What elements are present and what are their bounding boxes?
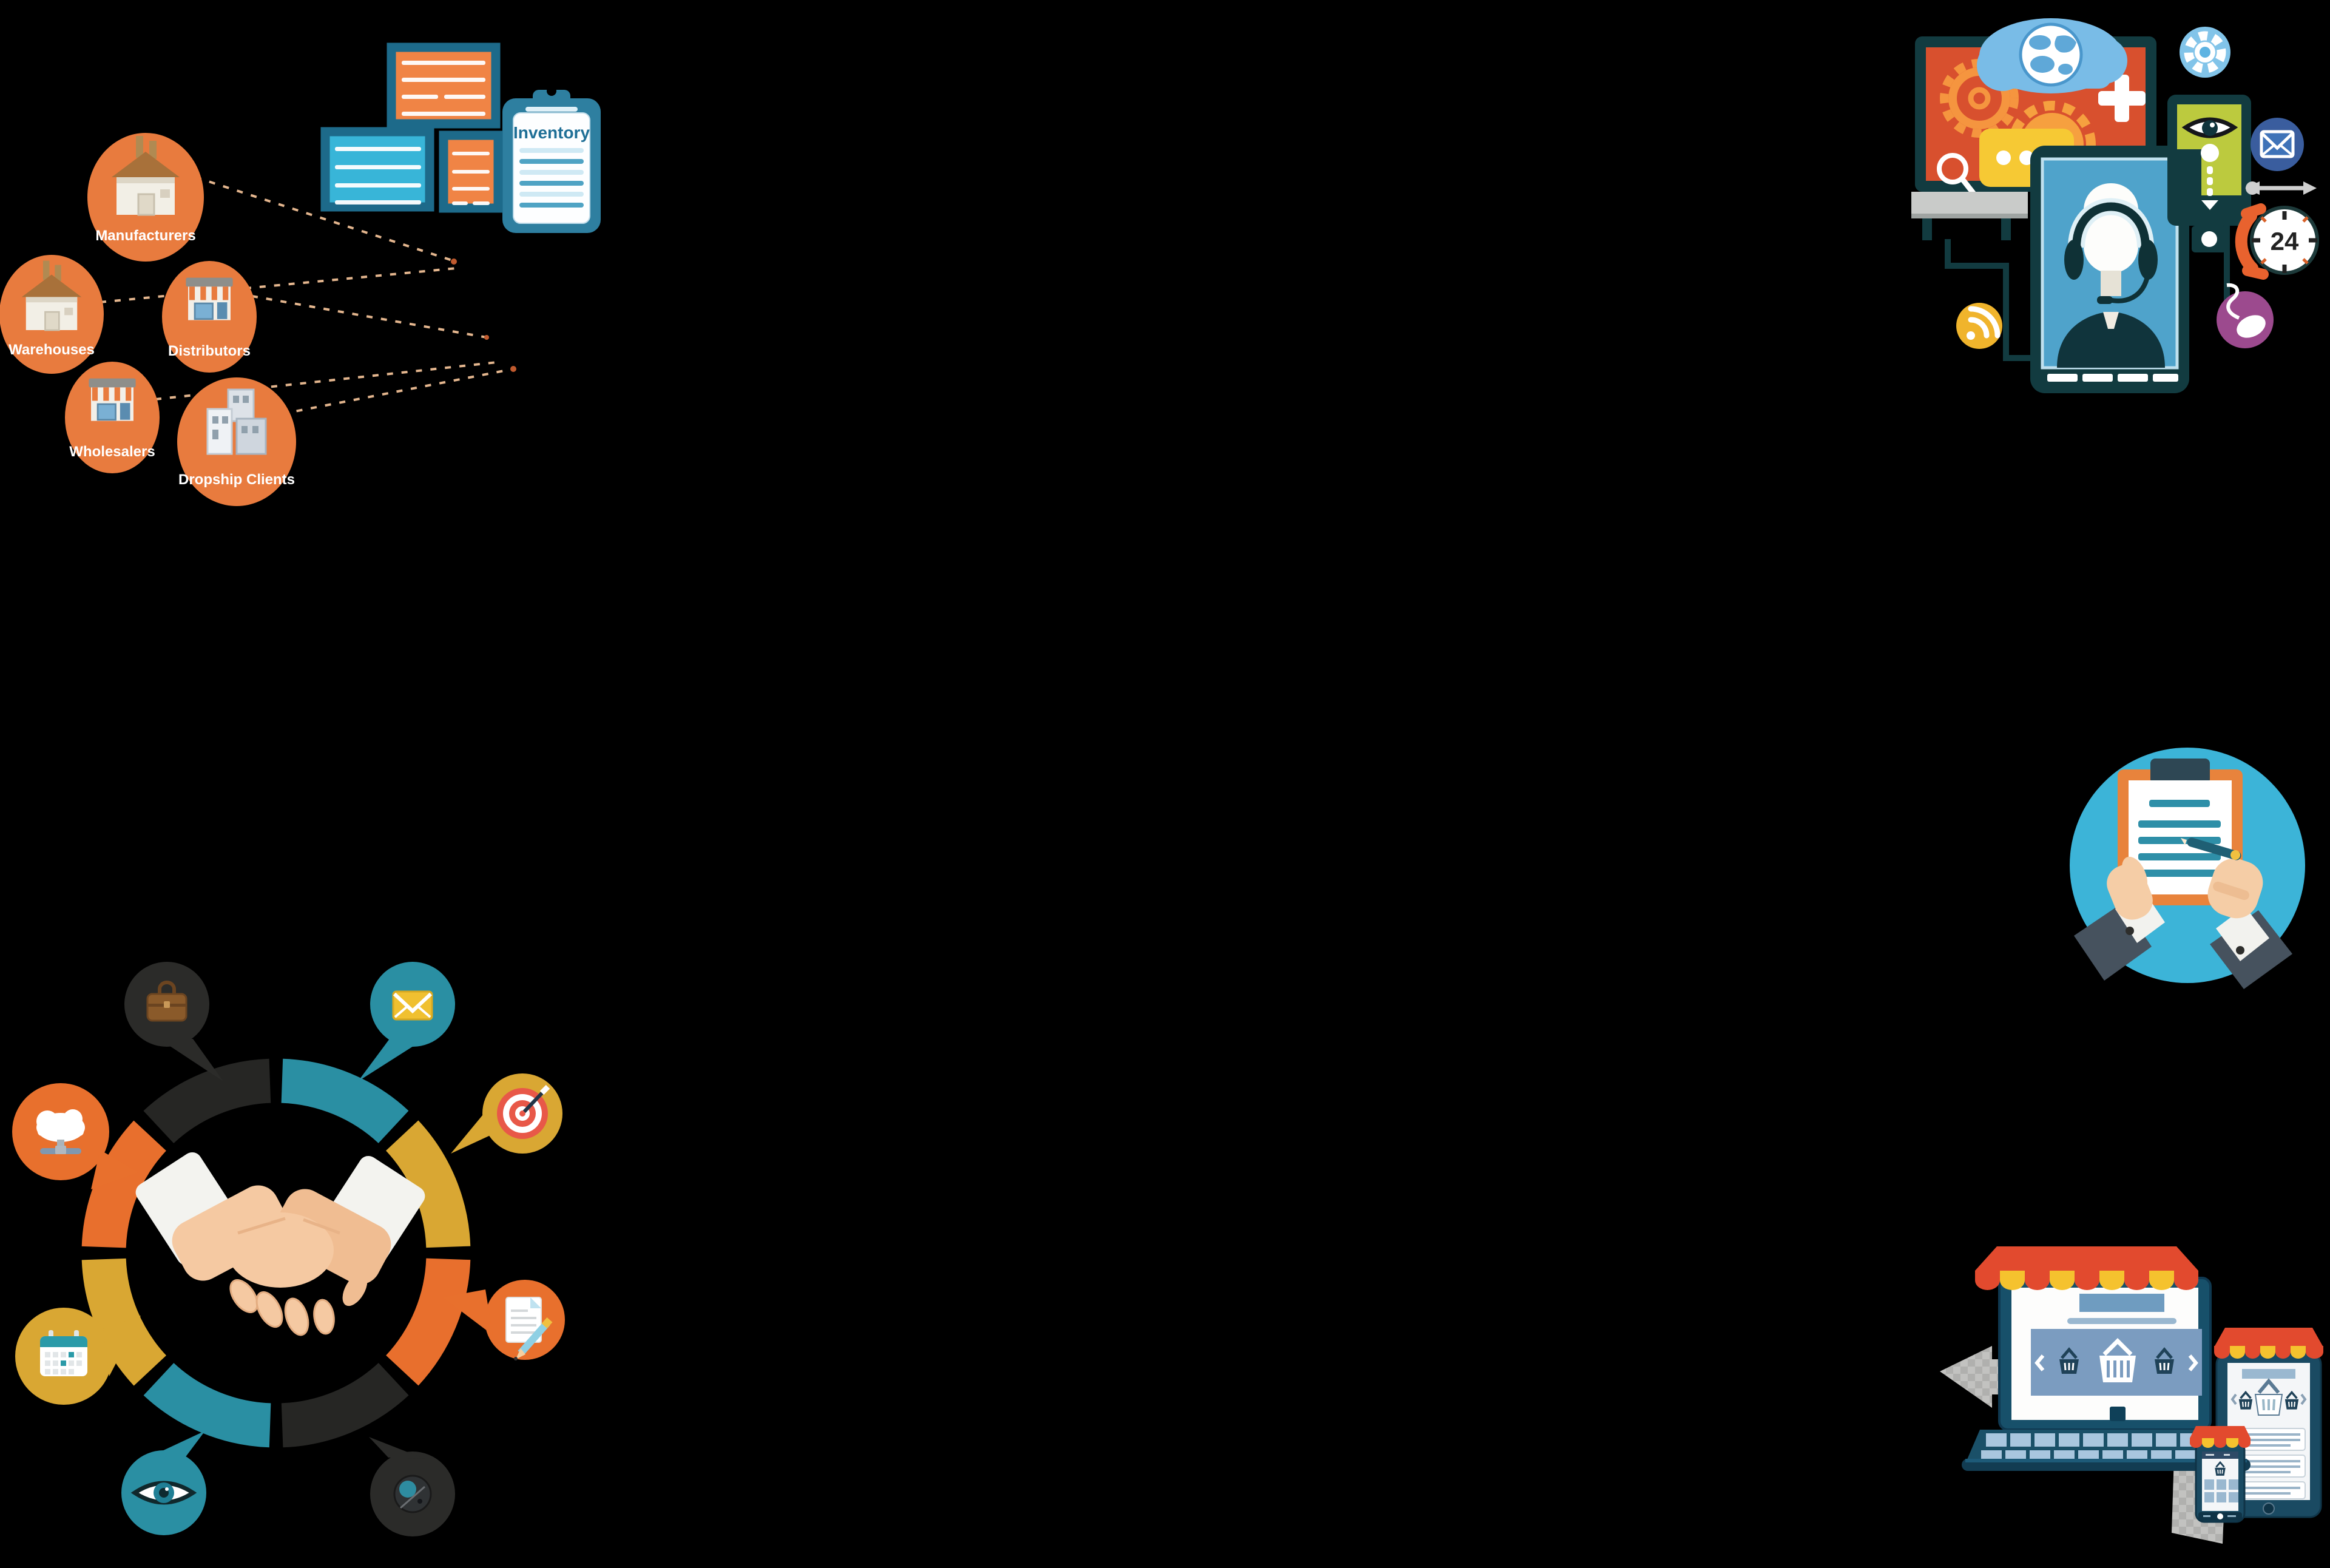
inventory-clipboard: Inventory bbox=[502, 86, 601, 233]
magnifier-icon bbox=[1937, 153, 1976, 196]
storefront-icon bbox=[87, 377, 137, 422]
laptop-icon bbox=[1962, 1246, 2251, 1471]
document-pencil-icon bbox=[505, 1297, 553, 1360]
node-label: Dropship Clients bbox=[178, 471, 295, 488]
clipboard-survey-icon bbox=[2118, 759, 2243, 905]
shopping-basket-icon bbox=[2099, 1338, 2136, 1382]
clock-24-icon: 24 bbox=[2235, 203, 2319, 280]
pen-icon bbox=[2181, 837, 2241, 860]
phone-handset-icon bbox=[2235, 203, 2269, 280]
cloud-network-icon bbox=[36, 1109, 85, 1154]
left-hand bbox=[2074, 856, 2165, 981]
tablet-awning bbox=[2214, 1328, 2323, 1347]
plus-icon bbox=[2098, 75, 2146, 122]
right-hand bbox=[2207, 858, 2292, 989]
customer-support-illustration: 24 bbox=[1911, 0, 2330, 400]
smartphone-icon bbox=[2190, 1426, 2251, 1523]
node-label: Wholesalers bbox=[69, 444, 155, 460]
home-button bbox=[2263, 1502, 2275, 1515]
tablet-awning-scallops bbox=[2214, 1346, 2323, 1359]
arrow-icon bbox=[2245, 181, 2317, 195]
connector-endpoints bbox=[451, 259, 516, 372]
clipboard-list-lines bbox=[519, 148, 584, 208]
dashed-connector-lines bbox=[100, 176, 514, 415]
laptop-awning bbox=[1975, 1246, 2198, 1271]
briefcase-icon bbox=[146, 981, 187, 1022]
envelope-icon bbox=[2251, 118, 2304, 171]
survey-clipboard-illustration bbox=[2057, 735, 2318, 996]
inventory-crates bbox=[320, 42, 503, 213]
node-label: Warehouses bbox=[8, 342, 95, 358]
clock-label: 24 bbox=[2271, 227, 2299, 255]
crate-slats bbox=[335, 61, 490, 205]
phone-awning-scallops bbox=[2190, 1438, 2251, 1448]
partnership-ring-illustration bbox=[0, 934, 582, 1568]
phone-awning bbox=[2190, 1426, 2251, 1438]
rss-icon bbox=[1956, 303, 2002, 349]
eye-icon bbox=[130, 1481, 197, 1505]
monitor-stand bbox=[1911, 192, 2028, 240]
clipboard-hole bbox=[547, 86, 556, 96]
node-label: Distributors bbox=[168, 343, 251, 359]
envelope-icon bbox=[392, 990, 433, 1021]
laptop-awning-scallops bbox=[1975, 1271, 2198, 1290]
chevron-left-icon bbox=[2035, 1354, 2045, 1371]
handshake-icon bbox=[135, 1152, 425, 1336]
calendar-icon bbox=[40, 1330, 87, 1376]
chevron-right-icon bbox=[2188, 1354, 2198, 1371]
chevron-icons bbox=[2230, 1393, 2307, 1405]
phone-thumbnails bbox=[2204, 1479, 2238, 1502]
headset-agent-icon bbox=[2030, 146, 2189, 393]
target-icon bbox=[497, 1084, 550, 1139]
gear-icon bbox=[2180, 27, 2230, 78]
online-store-illustration bbox=[1939, 1243, 2330, 1568]
node-label: Manufacturers bbox=[95, 228, 195, 244]
clipboard-title: Inventory bbox=[513, 123, 590, 142]
camera-lens-icon bbox=[393, 1475, 432, 1513]
keyboard-keys bbox=[1981, 1433, 2225, 1460]
globe-cloud-icon bbox=[1977, 18, 2127, 93]
inventory-management-illustration: Inventory bbox=[0, 0, 619, 522]
satellite-envelope bbox=[358, 962, 455, 1081]
eye-panel-icon bbox=[2167, 95, 2251, 252]
mouse-icon bbox=[2217, 283, 2274, 348]
storefront-icon bbox=[184, 277, 234, 321]
